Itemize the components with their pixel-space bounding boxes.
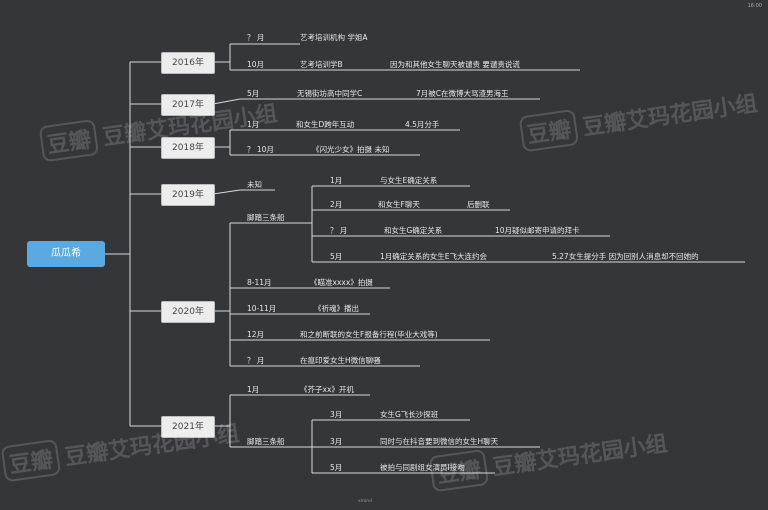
footer-text: xmind xyxy=(358,499,373,504)
status-corner-text: 16:00 xyxy=(747,3,762,9)
entry-date: 3月 xyxy=(330,410,343,419)
entry-text: 和之前断联的女生F报备行程(毕业大戏等) xyxy=(300,330,438,339)
year-node-2017[interactable]: 2017年 xyxy=(161,94,215,116)
entry-note: 5.27女生提分手 因为回别人消息却不回她的 xyxy=(552,252,699,261)
entry-date: ？ 10月 xyxy=(247,145,274,154)
year-node-2021[interactable]: 2021年 xyxy=(161,416,215,438)
entry-date: 5月 xyxy=(247,89,260,98)
connector-line xyxy=(212,189,241,195)
entry-text: 无锡街坊高中同学C xyxy=(297,89,363,98)
entry-text: 女生G飞长沙探班 xyxy=(380,410,439,419)
entry-text: 与女生E确定关系 xyxy=(380,176,438,185)
year-node-2019[interactable]: 2019年 xyxy=(161,184,215,206)
entry-text: 和女生G确定关系 xyxy=(384,226,443,235)
entry-date: 12月 xyxy=(247,330,265,339)
entry-date: ？ 月 xyxy=(247,33,265,42)
root-node[interactable]: 瓜瓜希 xyxy=(27,241,105,267)
connector-line xyxy=(212,98,241,105)
year-node-2018[interactable]: 2018年 xyxy=(161,137,215,159)
entry-date: 10-11月 xyxy=(247,304,277,313)
entry-date: 8-11月 xyxy=(247,278,272,287)
entry-note: 4.5月分手 xyxy=(405,120,440,129)
entry-date: 5月 xyxy=(330,252,343,261)
entry-text: 被拍与同剧组女演员I接吻 xyxy=(380,463,465,472)
entry-text: 同时与在抖音要到微信的女生H聊天 xyxy=(380,437,499,446)
entry-date: ？ 月 xyxy=(247,356,265,365)
entry-note: 因为和其他女生聊天被谴责 要谴责说谎 xyxy=(390,60,520,69)
year-node-2016[interactable]: 2016年 xyxy=(161,52,215,74)
entry-text: 和女生F聊天 xyxy=(378,200,420,209)
entry-date: 5月 xyxy=(330,463,343,472)
entry-date: 1月 xyxy=(247,385,260,394)
entry-text: 《芥子xx》开机 xyxy=(300,385,354,394)
entry-note: 10月疑似邮寄申请的拜卡 xyxy=(495,226,580,235)
group-label: 脚踏三条船 xyxy=(247,437,285,446)
entry-date: 10月 xyxy=(247,60,265,69)
entry-text: 《瞄准xxxx》拍摄 xyxy=(310,278,373,287)
group-label: 脚踏三条船 xyxy=(247,213,285,222)
entry-date: 3月 xyxy=(330,437,343,446)
entry-text: 和女生D跨年互动 xyxy=(296,120,355,129)
entry-note: 后删联 xyxy=(467,200,490,209)
entry-text: 《闪光少女》拍摄 未知 xyxy=(312,145,390,154)
entry-text: 《祈魂》播出 xyxy=(314,304,359,313)
entry-date: 未知 xyxy=(247,180,262,189)
entry-date: 1月 xyxy=(330,176,343,185)
entry-text: 1月确定关系的女生E飞大连约会 xyxy=(380,252,488,261)
entry-text: 艺考培训机构 学姐A xyxy=(300,33,368,42)
entry-date: 2月 xyxy=(330,200,343,209)
entry-text: 艺考培训学B xyxy=(300,60,343,69)
entry-date: ？ 月 xyxy=(330,226,348,235)
entry-text: 在瘟印爱女生H微信聊骚 xyxy=(300,356,381,365)
year-node-2020[interactable]: 2020年 xyxy=(161,301,215,323)
entry-date: 1月 xyxy=(247,120,260,129)
entry-note: 7月被C在微博大骂渣男海王 xyxy=(416,89,509,98)
